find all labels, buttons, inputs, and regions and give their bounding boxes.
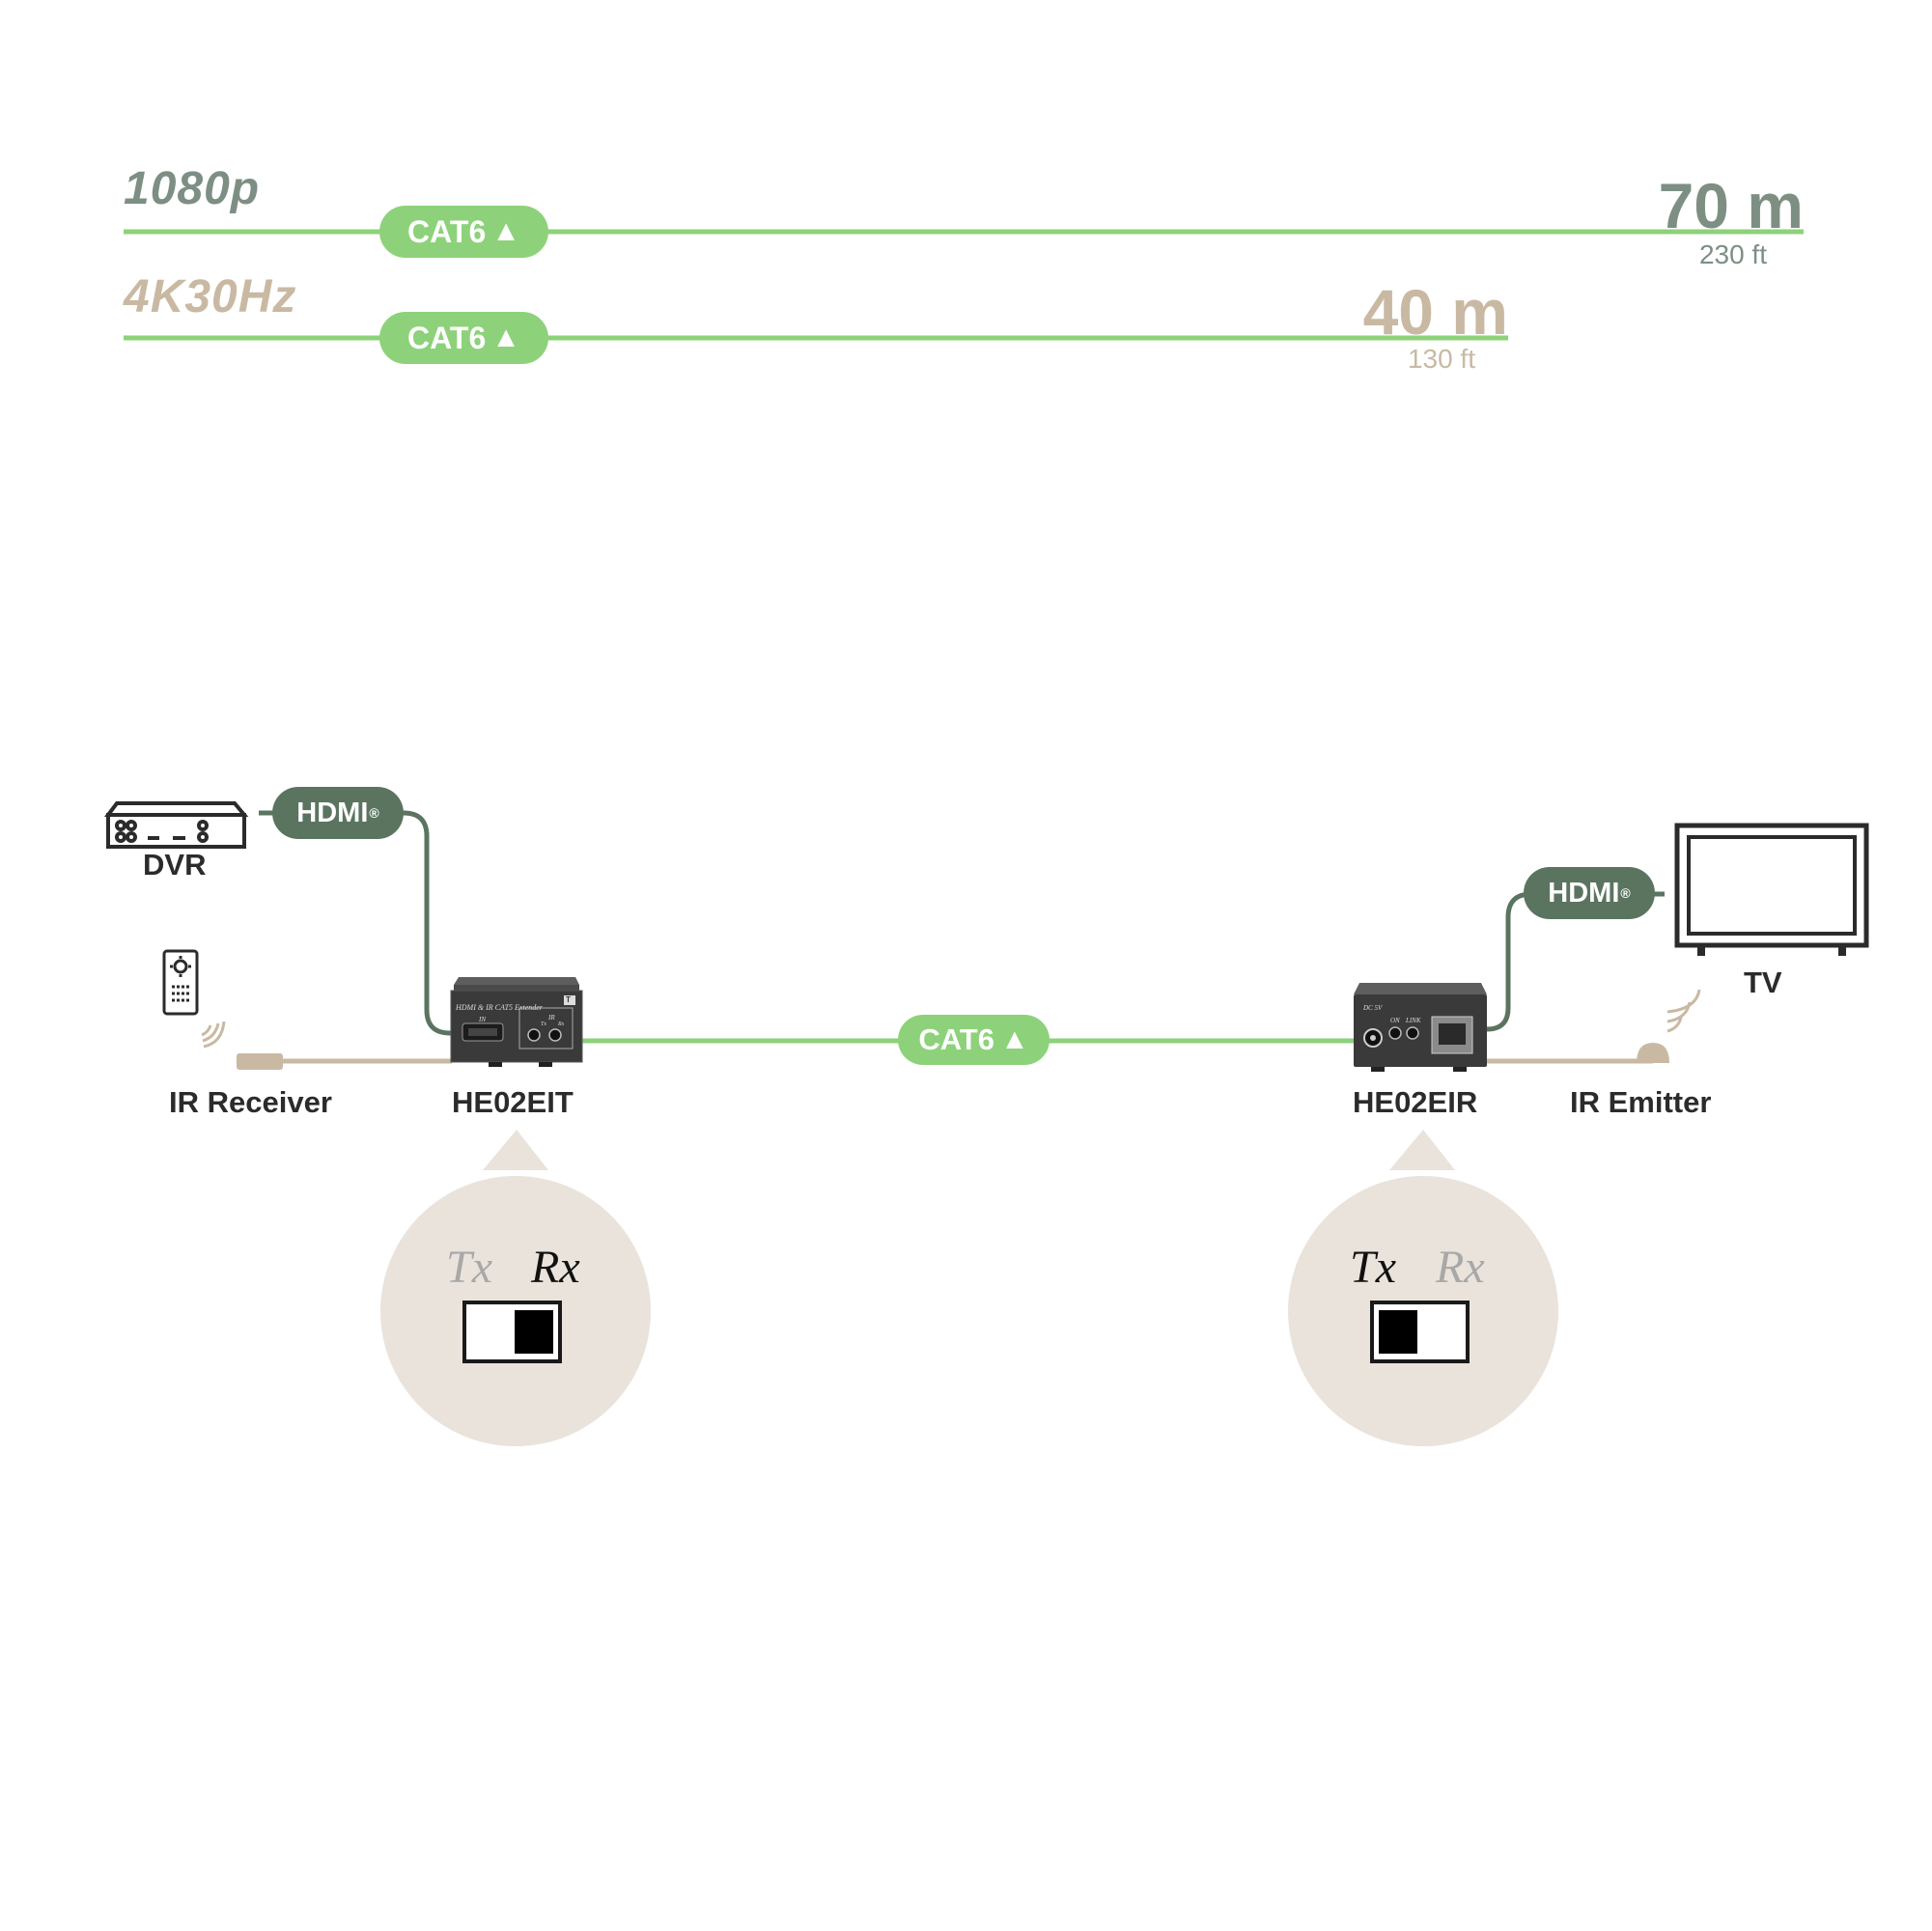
triangle-icon: ▲ <box>999 1023 1029 1055</box>
hdmi-badge-left: HDMI® <box>272 787 404 839</box>
distance-4k: 40 m <box>1362 276 1508 348</box>
switch-right <box>1370 1301 1470 1363</box>
cat6-label: CAT6 <box>407 213 487 249</box>
triangle-icon: ▲ <box>491 322 520 353</box>
triangle-icon: ▲ <box>491 215 520 247</box>
hdmi-cable-right <box>1486 891 1665 1032</box>
switch-right-rx: Rx <box>1436 1242 1485 1293</box>
switch-left-rx: Rx <box>531 1242 580 1293</box>
cat6-label: CAT6 <box>407 320 487 355</box>
transmitter-rx-label: Rx <box>558 1021 565 1027</box>
ir-receiver-plug <box>237 1053 283 1070</box>
resolution-4k30hz: 4K30Hz <box>124 271 297 322</box>
receiver-on-label: ON <box>1390 1017 1400 1024</box>
cat6-badge-main: CAT6▲ <box>898 1015 1050 1065</box>
transmitter-tx-label: Tx <box>541 1021 546 1027</box>
transmitter-label: HE02EIT <box>452 1085 574 1119</box>
connection-diagram <box>104 801 1869 1446</box>
switch-bubble-right <box>1288 1130 1558 1446</box>
switch-left-tx: Tx <box>446 1242 492 1293</box>
receiver-link-label: LINK <box>1406 1017 1421 1024</box>
hdmi-cable-left <box>259 810 454 1036</box>
distance-ft-4k: 130 ft <box>1407 344 1475 374</box>
transmitter-port-in: IN <box>479 1016 486 1023</box>
dvr-icon <box>104 801 249 849</box>
transmitter-panel-title: HDMI & IR CAT5 Extender <box>456 1003 543 1012</box>
hdmi-label: HDMI <box>296 797 369 828</box>
registered-mark: ® <box>1620 885 1631 901</box>
distance-ft-1080p: 230 ft <box>1698 239 1767 269</box>
switch-bubble-left <box>380 1130 651 1446</box>
transmitter-badge: T <box>566 995 571 1004</box>
transmitter-ir-label: IR <box>548 1014 555 1021</box>
receiver-dc-label: DC 5V <box>1363 1004 1383 1012</box>
tv-icon <box>1674 823 1869 956</box>
cat6-label: CAT6 <box>918 1022 994 1056</box>
ir-signal-icon <box>201 1021 226 1049</box>
dvr-label: DVR <box>143 848 207 882</box>
remote-control-icon <box>162 949 199 1016</box>
resolution-1080p: 1080p <box>124 163 261 214</box>
distance-1080p: 70 m <box>1658 170 1804 241</box>
cat6-badge-1080p: CAT6▲ <box>379 206 548 258</box>
hdmi-label: HDMI <box>1548 877 1620 909</box>
transmitter-device <box>450 977 583 1067</box>
switch-left <box>462 1301 562 1363</box>
ir-receiver-label: IR Receiver <box>169 1085 332 1119</box>
ir-emitter-icon <box>1637 1043 1669 1063</box>
cat6-badge-4k: CAT6▲ <box>379 312 548 364</box>
ir-emitter-label: IR Emitter <box>1570 1085 1712 1119</box>
ir-emitter-signal-icon <box>1666 989 1701 1033</box>
receiver-label: HE02EIR <box>1353 1085 1478 1119</box>
tv-label: TV <box>1744 966 1782 999</box>
receiver-device <box>1354 983 1487 1072</box>
switch-right-tx: Tx <box>1350 1242 1396 1293</box>
hdmi-badge-right: HDMI® <box>1524 867 1655 919</box>
registered-mark: ® <box>369 805 379 821</box>
